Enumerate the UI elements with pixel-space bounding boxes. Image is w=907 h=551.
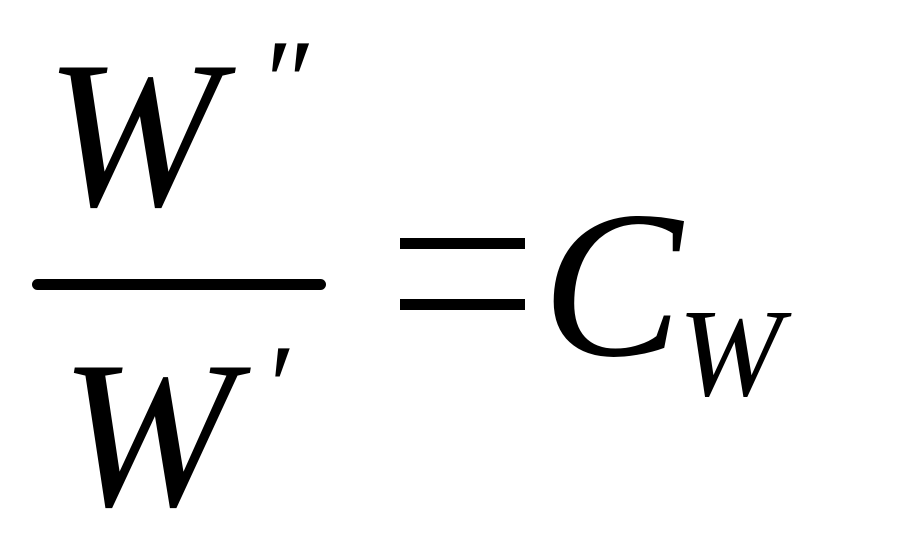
constant-subscript: W <box>678 285 783 423</box>
equals-sign <box>400 238 525 310</box>
constant-symbol: C <box>542 169 683 401</box>
denominator-variable: W <box>60 319 235 551</box>
equals-bottom-bar <box>400 299 525 310</box>
numerator-double-prime: ″ <box>258 15 308 148</box>
denominator-prime: ′ <box>262 320 289 453</box>
numerator-variable: W <box>45 19 220 251</box>
equals-top-bar <box>400 238 525 249</box>
fraction-bar <box>32 279 326 290</box>
